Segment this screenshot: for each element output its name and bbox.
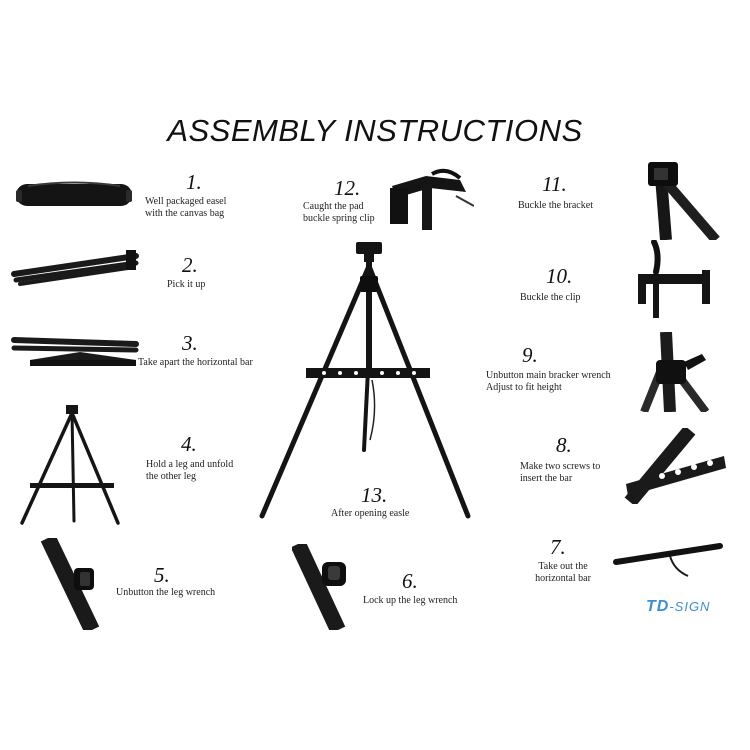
step-10-caption: Buckle the clip bbox=[520, 292, 581, 303]
step-13-caption: After opening easle bbox=[331, 508, 410, 519]
step-11-caption: Buckle the bracket bbox=[518, 200, 593, 211]
clip-illustration bbox=[638, 240, 710, 318]
pad-spring-clip-illustration bbox=[390, 168, 474, 230]
logo-mark: TD bbox=[646, 598, 670, 615]
step-13-number: 13. bbox=[361, 483, 388, 507]
step-4-number: 4. bbox=[181, 432, 197, 456]
main-bracket-wrench-illustration bbox=[640, 332, 710, 412]
step-3-number: 3. bbox=[182, 331, 198, 355]
step-11-number: 11. bbox=[542, 172, 567, 196]
step-7-number: 7. bbox=[550, 535, 566, 559]
step-6-number: 6. bbox=[402, 569, 418, 593]
leg-wrench-illustration bbox=[40, 538, 100, 630]
folded-easel-illustration bbox=[11, 250, 139, 286]
page-title: ASSEMBLY INSTRUCTIONS bbox=[167, 113, 583, 148]
bracket-illustration bbox=[648, 162, 720, 240]
step-1-number: 1. bbox=[186, 170, 202, 194]
step-2-caption: Pick it up bbox=[167, 279, 206, 290]
step-8-number: 8. bbox=[556, 433, 572, 457]
folded-easel-with-bar-illustration bbox=[11, 337, 139, 366]
step-5-number: 5. bbox=[154, 563, 170, 587]
step-9-number: 9. bbox=[522, 343, 538, 367]
opened-easel-illustration bbox=[259, 242, 471, 519]
canvas-bag-illustration bbox=[16, 181, 132, 206]
step-6-caption: Lock up the leg wrench bbox=[363, 595, 458, 606]
step-12-number: 12. bbox=[334, 176, 361, 200]
horizontal-bar-illustration bbox=[613, 543, 723, 577]
step-2-number: 2. bbox=[182, 253, 198, 277]
step-3-caption: Take apart the horizontal bar bbox=[138, 357, 253, 368]
step-10-number: 10. bbox=[546, 264, 573, 288]
logo-text: -SIGN bbox=[669, 599, 711, 614]
unfolded-tripod-illustration bbox=[20, 405, 120, 525]
td-sign-logo: TD-SIGN bbox=[646, 598, 710, 616]
locked-wrench-illustration bbox=[292, 544, 346, 630]
bar-with-screws-illustration bbox=[624, 428, 726, 504]
step-5-caption: Unbutton the leg wrench bbox=[116, 587, 216, 598]
